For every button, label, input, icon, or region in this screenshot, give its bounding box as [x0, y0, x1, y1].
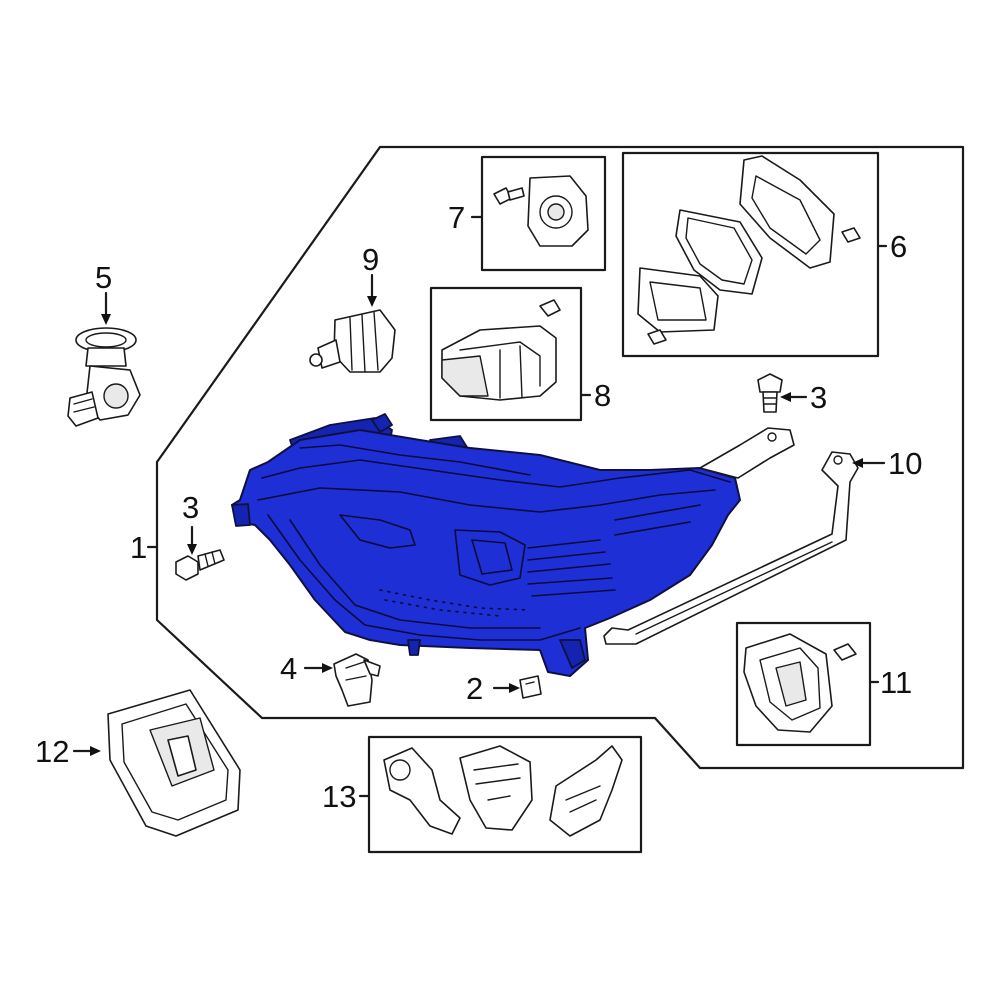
arrow-5 [101, 314, 111, 325]
callout-1: 1 [130, 530, 147, 565]
cover-kit-icon[interactable] [637, 155, 861, 345]
arrow-10 [852, 458, 863, 468]
inset-box-8 [429, 286, 583, 422]
inset-box-7 [480, 155, 607, 272]
clip-icon[interactable] [519, 675, 542, 699]
ballast-icon[interactable] [107, 689, 241, 837]
bolt-icon-right[interactable] [757, 373, 783, 413]
mounting-arm-icon [699, 427, 795, 479]
assembly-group-outline [155, 145, 965, 770]
bracket-icon[interactable] [333, 653, 381, 707]
callout-5: 5 [95, 260, 112, 295]
callout-10: 10 [888, 446, 922, 481]
arrow-2 [509, 683, 520, 693]
arrow-3a [187, 544, 197, 555]
callout-6: 6 [890, 229, 907, 264]
module-icon[interactable] [441, 299, 561, 401]
callout-3-left: 3 [182, 490, 199, 525]
callout-11: 11 [880, 665, 912, 700]
callout-2: 2 [466, 671, 483, 706]
callout-8: 8 [594, 378, 611, 413]
callout-3-right: 3 [810, 380, 827, 415]
headlamp-assembly-icon[interactable] [231, 413, 741, 677]
bolt-icon-left[interactable] [175, 549, 225, 581]
callout-9: 9 [362, 242, 379, 277]
callout-4: 4 [280, 651, 297, 686]
arrow-12 [90, 746, 101, 756]
support-bracket-icon[interactable] [603, 451, 859, 645]
harness-bracket-icon[interactable] [383, 745, 623, 837]
bulb-icon[interactable] [309, 309, 396, 373]
arrow-9 [367, 296, 377, 307]
inset-box-11 [735, 621, 872, 747]
callout-13: 13 [322, 779, 356, 814]
arrow-4 [322, 663, 333, 673]
arrow-3b [780, 392, 791, 402]
callout-7: 7 [448, 200, 465, 235]
inset-box-6 [621, 151, 880, 358]
adjuster-icon[interactable] [493, 175, 589, 247]
callout-12: 12 [35, 734, 69, 769]
bulb-socket-icon[interactable] [67, 327, 141, 427]
control-module-icon[interactable] [743, 633, 857, 733]
inset-box-13 [367, 735, 643, 854]
